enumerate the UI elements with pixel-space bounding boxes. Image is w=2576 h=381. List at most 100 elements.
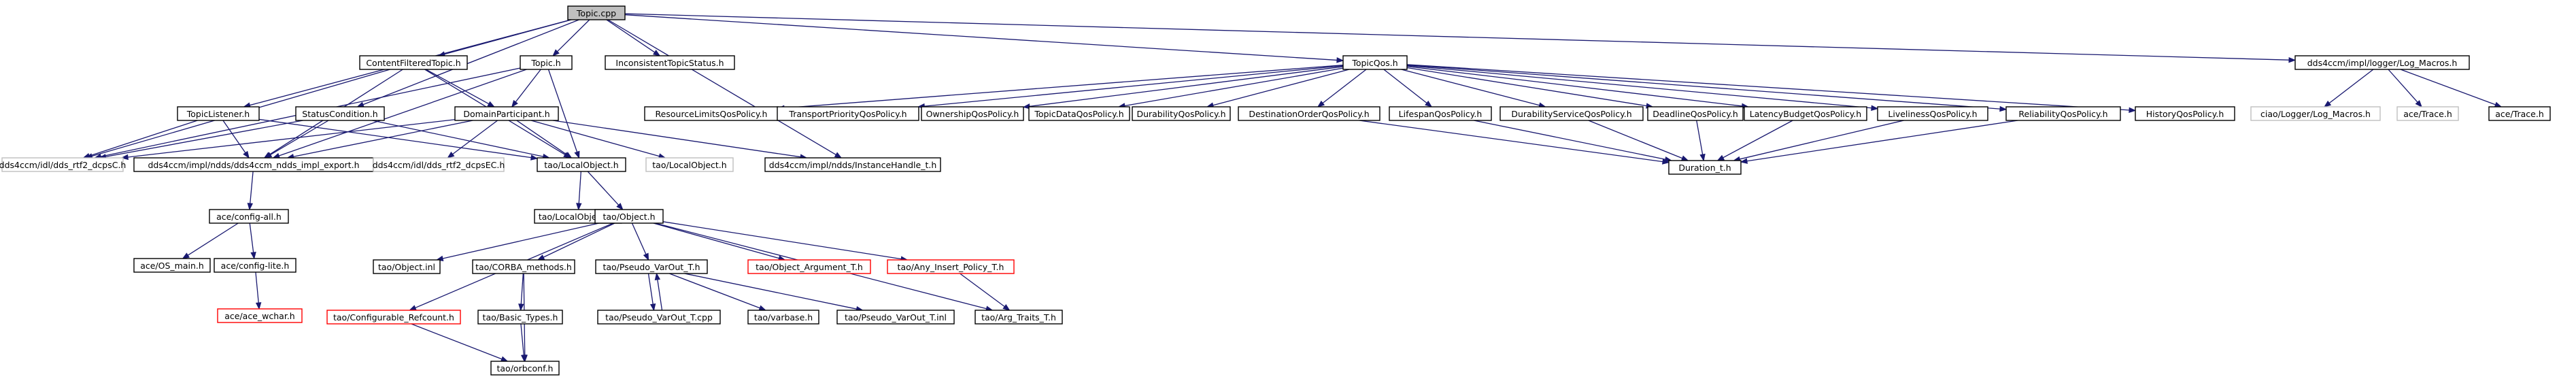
arrow-head-icon [2129, 107, 2137, 114]
node-label: tao/Pseudo_VarOut_T.inl [845, 312, 947, 322]
node-label: tao/Pseudo_VarOut_T.cpp [605, 312, 713, 322]
include-edge-basic_types-to-orbconf [520, 323, 527, 363]
graph-node-pseudo-varout-inl[interactable]: tao/Pseudo_VarOut_T.inl [836, 310, 955, 325]
edge-line [187, 222, 239, 256]
include-edge-ndds_impl_export-to-ace_config_all [247, 171, 254, 211]
node-label: tao/LocalObject.h [652, 160, 726, 170]
edge-line [1029, 66, 1344, 107]
graph-node-corba-methods[interactable]: tao/CORBA_methods.h [472, 259, 575, 274]
graph-node-orbconf[interactable]: tao/orbconf.h [490, 361, 560, 376]
arrow-head-icon [564, 152, 573, 159]
include-edge-corba_methods-to-basic_types [518, 273, 524, 312]
edge-line [1401, 69, 1540, 106]
graph-node-resourcelimits[interactable]: ResourceLimitsQosPolicy.h [644, 106, 779, 121]
graph-node-arg-traits[interactable]: tao/Arg_Traits_T.h [975, 310, 1063, 325]
edge-line [1696, 120, 1704, 155]
arrow-head-icon [1871, 105, 1879, 111]
node-box [2135, 106, 2235, 121]
graph-node-ndds-impl-export[interactable]: dds4ccm/impl/ndds/dds4ccm_ndds_impl_expo… [133, 157, 374, 172]
arrow-head-icon [1716, 154, 1725, 161]
include-edge-topicqos-to-liveliness [1406, 65, 1879, 111]
node-label: DomainParticipant.h [463, 109, 549, 119]
edge-line [250, 171, 254, 204]
node-label: LatencyBudgetQosPolicy.h [1750, 109, 1861, 119]
graph-node-destinationorder[interactable]: DestinationOrderQosPolicy.h [1238, 106, 1380, 121]
include-edge-pseudo_varout_h-to-pseudo_varout_inl [684, 273, 864, 312]
arrow-head-icon [250, 252, 256, 260]
edge-line [624, 14, 1338, 61]
include-edge-topic_h-to-tao_localobject_h [547, 69, 580, 159]
arrow-head-icon [576, 203, 582, 211]
graph-node-basic-types[interactable]: tao/Basic_Types.h [477, 310, 563, 325]
edge-line [411, 323, 503, 360]
graph-node-durabilityservice[interactable]: DurabilityServiceQosPolicy.h [1499, 106, 1644, 121]
node-label: Duration_t.h [1678, 163, 1731, 173]
node-label: ContentFilteredTopic.h [366, 58, 460, 68]
graph-node-contentfilteredtopic[interactable]: ContentFilteredTopic.h [359, 55, 468, 70]
graph-node-liveliness[interactable]: LivelinessQosPolicy.h [1877, 106, 1988, 121]
node-label: tao/Object_Argument_T.h [756, 262, 863, 272]
graph-node-varbase[interactable]: tao/varbase.h [747, 310, 819, 325]
edge-line [657, 279, 663, 311]
include-edge-topic_cpp-to-inconsistent [606, 19, 661, 56]
edge-line [1740, 120, 1904, 160]
graph-node-topic-h[interactable]: Topic.h [520, 55, 573, 70]
graph-node-domainparticipant[interactable]: DomainParticipant.h [454, 106, 559, 121]
edge-line [222, 120, 246, 153]
graph-node-tao-localobject-h[interactable]: tao/LocalObject.h [537, 157, 626, 172]
node-box [1238, 106, 1380, 121]
graph-node-transportpriority[interactable]: TransportPriorityQosPolicy.h [777, 106, 919, 121]
graph-node-duration[interactable]: Duration_t.h [1668, 160, 1742, 175]
graph-node-reliability[interactable]: ReliabilityQosPolicy.h [2005, 106, 2121, 121]
graph-node-ownership[interactable]: OwnershipQosPolicy.h [921, 106, 1024, 121]
graph-node-dds-rtf2-dcpsec: dds4ccm/idl/dds_rtf2_dcpsEC.h [373, 157, 505, 172]
graph-node-topicdata[interactable]: TopicDataQosPolicy.h [1028, 106, 1130, 121]
graph-node-lifespan[interactable]: LifespanQosPolicy.h [1389, 106, 1492, 121]
include-edge-topicqos-to-latencybudget [1406, 65, 1749, 110]
node-label: tao/Configurable_Refcount.h [333, 312, 454, 322]
edge-line [258, 118, 532, 159]
graph-node-latencybudget[interactable]: LatencyBudgetQosPolicy.h [1744, 106, 1867, 121]
graph-node-durability[interactable]: DurabilityQosPolicy.h [1132, 106, 1231, 121]
arrow-head-icon [1002, 303, 1011, 311]
include-edge-topic_cpp-to-logmacros [624, 13, 2297, 63]
graph-node-ace-wchar: ace/ace_wchar.h [217, 308, 303, 323]
graph-node-pseudo-varout-h[interactable]: tao/Pseudo_VarOut_T.h [595, 259, 708, 274]
graph-node-instancehandle[interactable]: dds4ccm/impl/ndds/InstanceHandle_t.h [764, 157, 941, 172]
graph-node-inconsistent[interactable]: InconsistentTopicStatus.h [605, 55, 735, 70]
node-label: TopicQos.h [1351, 58, 1397, 68]
arrow-head-icon [2323, 100, 2332, 107]
node-label: TopicDataQosPolicy.h [1034, 109, 1123, 119]
graph-node-topicqos[interactable]: TopicQos.h [1342, 55, 1408, 70]
node-box [214, 258, 296, 273]
graph-node-object-inl[interactable]: tao/Object.inl [373, 259, 441, 274]
node-box [1132, 106, 1231, 121]
graph-node-deadline[interactable]: DeadlineQosPolicy.h [1647, 106, 1744, 121]
graph-node-logmacros[interactable]: dds4ccm/impl/logger/Log_Macros.h [2294, 55, 2470, 70]
node-label: dds4ccm/idl/dds_rtf2_dcpsEC.h [373, 160, 505, 170]
node-label: ace/OS_main.h [140, 261, 204, 271]
node-label: tao/orbconf.h [497, 363, 554, 374]
arrow-head-icon [1336, 57, 1344, 63]
graph-node-tao-object-h[interactable]: tao/Object.h [594, 209, 664, 224]
graph-node-history[interactable]: HistoryQosPolicy.h [2135, 106, 2235, 121]
graph-node-topiclistener[interactable]: TopicListener.h [177, 106, 260, 121]
include-edge-pseudo_varout_h-to-pseudo_varout_cpp [647, 273, 656, 312]
graph-node-pseudo-varout-cpp[interactable]: tao/Pseudo_VarOut_T.cpp [597, 310, 721, 325]
graph-node-ace-trace[interactable]: ace/Trace.h [2488, 106, 2551, 121]
arrow-head-icon [511, 99, 518, 108]
graph-node-statuscondition[interactable]: StatusCondition.h [295, 106, 385, 121]
node-box [373, 259, 441, 274]
node-label: LivelinessQosPolicy.h [1888, 109, 1977, 119]
include-edge-topicqos-to-lifespan [1383, 69, 1433, 107]
graph-node-ace-config-all[interactable]: ace/config-all.h [209, 209, 289, 224]
graph-node-ace-config-lite[interactable]: ace/config-lite.h [214, 258, 296, 273]
node-box [373, 157, 505, 172]
include-edge-ace_config_all-to-ace_os_main [182, 222, 239, 259]
graph-node-ace-os-main[interactable]: ace/OS_main.h [133, 258, 211, 273]
include-edge-topicqos-to-history [1406, 64, 2137, 114]
node-box [777, 106, 919, 121]
arrow-head-icon [530, 154, 539, 161]
node-label: dds4ccm/impl/logger/Log_Macros.h [2307, 58, 2458, 68]
